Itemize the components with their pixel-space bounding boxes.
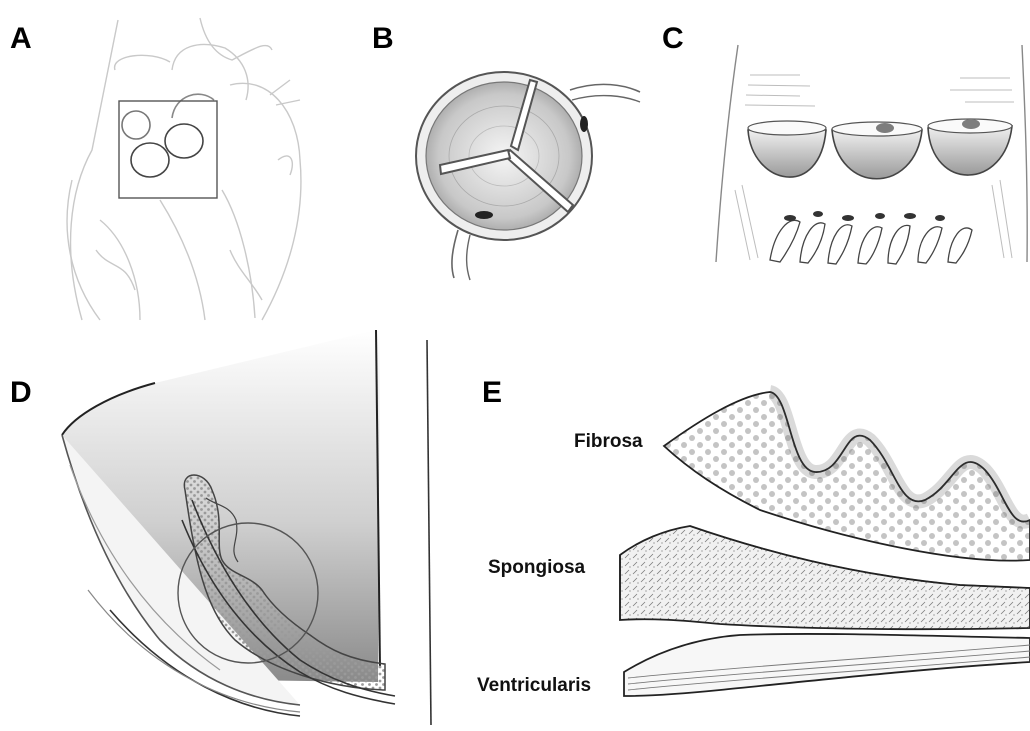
panel-label-a: A bbox=[10, 24, 32, 54]
panel-label-c: C bbox=[662, 24, 684, 54]
panel-a-valve-cusps bbox=[122, 94, 214, 177]
panel-label-d: D bbox=[10, 378, 32, 408]
panel-label-e: E bbox=[482, 378, 502, 408]
layer-label-fibrosa: Fibrosa bbox=[574, 432, 643, 451]
panel-divider bbox=[427, 340, 431, 725]
panel-c-opened-valve bbox=[716, 45, 1027, 264]
panel-b-valve-top-view bbox=[416, 72, 640, 280]
panel-label-b: B bbox=[372, 24, 394, 54]
panel-a-heart-illustration bbox=[67, 18, 301, 320]
layer-label-spongiosa: Spongiosa bbox=[488, 558, 585, 577]
layer-label-ventricularis: Ventricularis bbox=[477, 676, 591, 695]
panel-e-layer-diagram bbox=[620, 392, 1030, 696]
panel-d-cusp-section bbox=[62, 330, 395, 716]
